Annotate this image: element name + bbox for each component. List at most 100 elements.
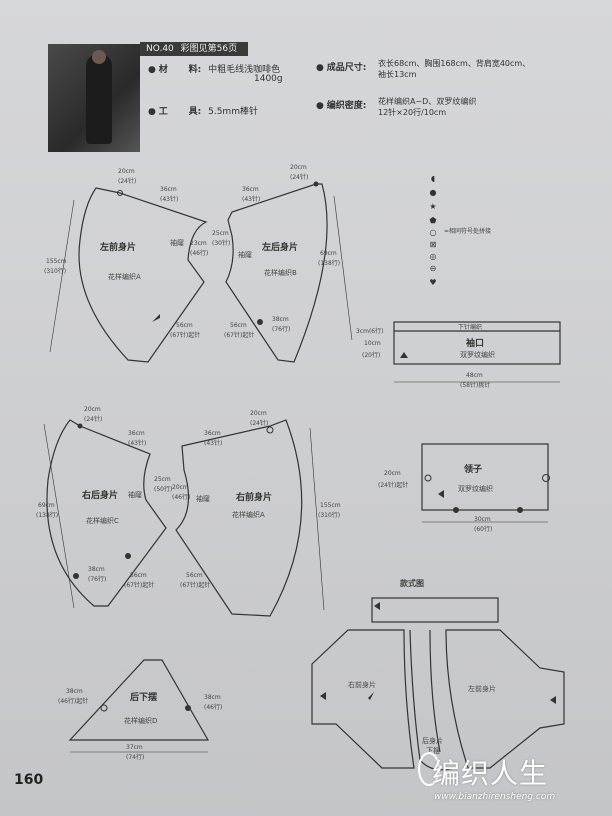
left-back-title: 左后身片: [262, 243, 299, 253]
watermark-url: www.bianzhirensheng.com: [434, 792, 556, 802]
tool-value: 5.5mm棒针: [208, 107, 258, 117]
dimension: (43针): [204, 440, 223, 447]
dimension: 25cm: [154, 476, 171, 483]
dimension: (67针)起针: [224, 332, 255, 339]
collar-title: 领子: [464, 465, 483, 475]
armhole-label: 袖窿: [238, 251, 252, 259]
watermark-logo-icon: [418, 752, 440, 786]
symbol-dot-icon: ●: [429, 188, 437, 197]
dimension: 30cm: [474, 516, 491, 523]
dimension: 3cm(6行): [356, 328, 384, 335]
dimension: 37cm: [126, 744, 143, 751]
armhole-label: 袖窿: [170, 239, 184, 247]
style-title: 款式图: [400, 579, 424, 588]
dimension: 48cm: [466, 372, 483, 379]
dimension: 23cm: [190, 240, 207, 247]
dimension: (46行): [190, 250, 209, 257]
dimension: 36cm: [204, 430, 221, 437]
dimension: (24针)起针: [378, 482, 409, 489]
material-amount: 1400g: [254, 74, 283, 84]
right-back-pattern: 花样编织C: [86, 517, 119, 525]
model-figure: [86, 54, 112, 144]
dimension: (138行): [36, 512, 59, 519]
model-photo: [48, 44, 140, 152]
dimension: 56cm: [230, 322, 247, 329]
dimension: 155cm: [46, 258, 67, 265]
dimension: (43针): [128, 440, 147, 447]
bullet-icon: ●: [148, 65, 156, 75]
symbol-boxed-x-icon: ⊠: [429, 240, 437, 249]
symbol-half-circle-icon: ◖: [430, 174, 436, 183]
hem-title: 后下摆: [130, 693, 158, 703]
dimension: 36cm: [242, 186, 259, 193]
gauge-value: 花样编织A~D、双罗纹编织 12针×20行/10cm: [378, 97, 477, 117]
dimension: (67针)起针: [170, 332, 201, 339]
dimension: (46行)起针: [58, 698, 89, 705]
dimension: (43针): [160, 196, 179, 203]
material-label-2: 料:: [188, 65, 202, 75]
dimension: 10cm: [364, 340, 381, 347]
dimension: 155cm: [320, 502, 341, 509]
photo-reference: 彩图见第56页: [180, 44, 238, 54]
symbol-star-icon: ★: [429, 202, 437, 211]
right-front-title: 右前身片: [236, 493, 273, 503]
armhole-label: 袖窿: [196, 495, 210, 503]
dimension: (76行): [272, 326, 291, 333]
symbol-pentagon-icon: ⬟: [429, 216, 437, 225]
dimension: 69cm: [38, 502, 55, 509]
dimension: (67针)起针: [180, 582, 211, 589]
style-right-front: 右前身片: [348, 681, 376, 689]
dimension: (43针): [242, 196, 261, 203]
dimension: (60行): [474, 526, 493, 533]
dimension: 56cm: [130, 572, 147, 579]
dimension: 56cm: [186, 572, 203, 579]
dimension: (24针): [84, 416, 103, 423]
collar-pattern: 双罗纹编织: [458, 485, 493, 493]
model-head: [92, 50, 106, 64]
dimension: (58针)挑针: [460, 382, 491, 389]
dimension: (24针): [290, 174, 309, 181]
dimension: (24针): [250, 420, 269, 427]
dimension: (20行): [362, 352, 381, 359]
dimension: 36cm: [128, 430, 145, 437]
dimension: (30针): [212, 240, 231, 247]
left-front-title: 左前身片: [100, 243, 137, 253]
dimension: (310行): [318, 512, 341, 519]
symbol-circle-minus-icon: ⊖: [429, 264, 437, 273]
left-back-pattern: 花样编织B: [264, 269, 297, 277]
dimension: 20cm: [384, 470, 401, 477]
dimension: 20cm: [290, 164, 307, 171]
gauge-row: ● 编织密度:: [316, 98, 366, 111]
page-number: 160: [14, 772, 44, 788]
sleeve-title: 袖口: [466, 339, 485, 349]
size-value: 衣长68cm、胸围168cm、背肩宽40cm、 袖长13cm: [378, 59, 531, 79]
tool-row: ● 工 具: 5.5mm棒针: [148, 104, 258, 117]
tool-label-2: 具:: [188, 107, 202, 117]
dimension: 38cm: [204, 694, 221, 701]
dimension: (74行): [126, 754, 145, 761]
bullet-icon: ●: [316, 63, 324, 73]
symbol-circle-icon: ○: [429, 228, 437, 237]
watermark-text: 编织人生: [432, 757, 549, 790]
dimension: (67针)起针: [124, 582, 155, 589]
gauge-label: 编织密度:: [326, 101, 367, 111]
pattern-number-bar: NO.40 彩图见第56页: [140, 42, 248, 56]
sleeve-bind-off: 下针编织: [458, 324, 483, 331]
dimension: 38cm: [272, 316, 289, 323]
size-row: ● 成品尺寸:: [316, 60, 366, 73]
tool-label: 工: [158, 107, 168, 117]
material-label: 材: [158, 65, 168, 75]
dimension: (76行): [88, 576, 107, 583]
dimension: (50行): [154, 486, 173, 493]
dimension: 25cm: [212, 230, 229, 237]
dimension: 20cm: [250, 410, 267, 417]
pattern-number: NO.40: [146, 44, 174, 54]
sleeve-pattern: 双罗纹编织: [460, 351, 495, 359]
style-back-hem: 后身片: [422, 737, 443, 745]
right-back-title: 右后身片: [82, 491, 119, 501]
bullet-icon: ●: [316, 101, 324, 111]
dimension: 36cm: [160, 186, 177, 193]
dimension: (46行): [172, 494, 191, 501]
dimension: 38cm: [66, 688, 83, 695]
